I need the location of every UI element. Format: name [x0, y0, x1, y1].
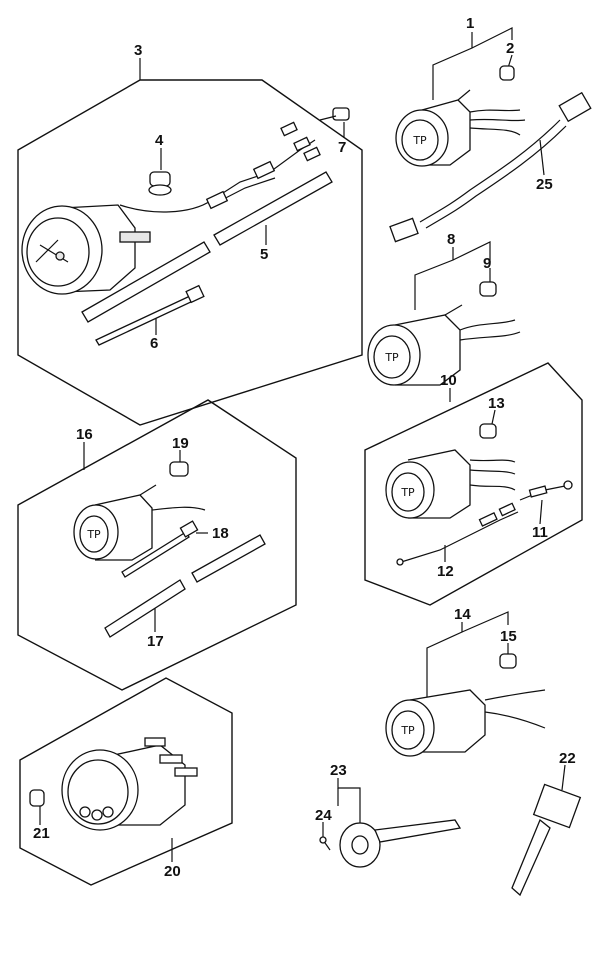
callout-14: 14 [454, 606, 471, 623]
callout-13: 13 [488, 395, 505, 412]
bulb-4 [148, 171, 172, 196]
sensor-22 [511, 783, 582, 897]
callout-25: 25 [536, 176, 553, 193]
bulb-15 [499, 653, 517, 669]
group-box-16 [17, 399, 297, 691]
tie-strap-18 [121, 520, 199, 578]
gauge-20 [61, 737, 198, 831]
tachometer-gauge-3 [21, 121, 321, 295]
callout-24: 24 [315, 807, 332, 824]
terminal-7 [319, 107, 350, 121]
lead-wire-11 [519, 480, 573, 501]
bulb-13 [479, 423, 497, 439]
callout-10: 10 [440, 372, 457, 389]
gauge-10 [385, 449, 516, 519]
sensor-23 [339, 819, 462, 868]
harness-25 [389, 91, 592, 243]
callout-19: 19 [172, 435, 189, 452]
callout-6: 6 [150, 335, 158, 352]
gauge-face-text-1: TP [412, 134, 427, 147]
group-box-10 [364, 362, 583, 606]
gauge-face-text-16: TP [86, 528, 101, 541]
callout-20: 20 [164, 863, 181, 880]
gauge-face-text-14: TP [400, 724, 415, 737]
callout-16: 16 [76, 426, 93, 443]
gauge-face-text-8: TP [384, 351, 399, 364]
callout-2: 2 [506, 40, 514, 57]
callout-12: 12 [437, 563, 454, 580]
gauge-14 [385, 689, 546, 757]
callout-15: 15 [500, 628, 517, 645]
callout-23: 23 [330, 762, 347, 779]
callout-8: 8 [447, 231, 455, 248]
gauge-1 [395, 89, 526, 167]
group-box-3 [17, 79, 363, 426]
callout-21: 21 [33, 825, 50, 842]
tie-strap-6 [95, 284, 205, 346]
bulb-19 [169, 461, 189, 477]
group-box-20 [19, 677, 233, 886]
gauge-16 [73, 484, 206, 561]
tube-5 [81, 171, 333, 323]
callout-11: 11 [532, 524, 548, 541]
gauge-8 [367, 304, 521, 386]
callout-3: 3 [134, 42, 142, 59]
lead-wire-12 [396, 502, 519, 566]
callout-17: 17 [147, 633, 164, 650]
callout-18: 18 [212, 525, 229, 542]
callout-1: 1 [466, 15, 474, 32]
callout-labels: 1 2 3 4 5 6 7 8 9 10 11 12 13 14 15 16 1… [33, 15, 576, 880]
bulb-9 [479, 281, 497, 297]
callout-7: 7 [338, 139, 346, 156]
leader-lines [39, 27, 566, 862]
bulb-21 [29, 789, 45, 807]
callout-5: 5 [260, 246, 268, 263]
screw-24 [319, 836, 331, 851]
callout-9: 9 [483, 255, 491, 272]
tube-17 [104, 534, 266, 638]
callout-22: 22 [559, 750, 576, 767]
callout-4: 4 [155, 132, 164, 149]
bulb-2 [499, 65, 515, 81]
gauge-face-text-10: TP [400, 486, 415, 499]
